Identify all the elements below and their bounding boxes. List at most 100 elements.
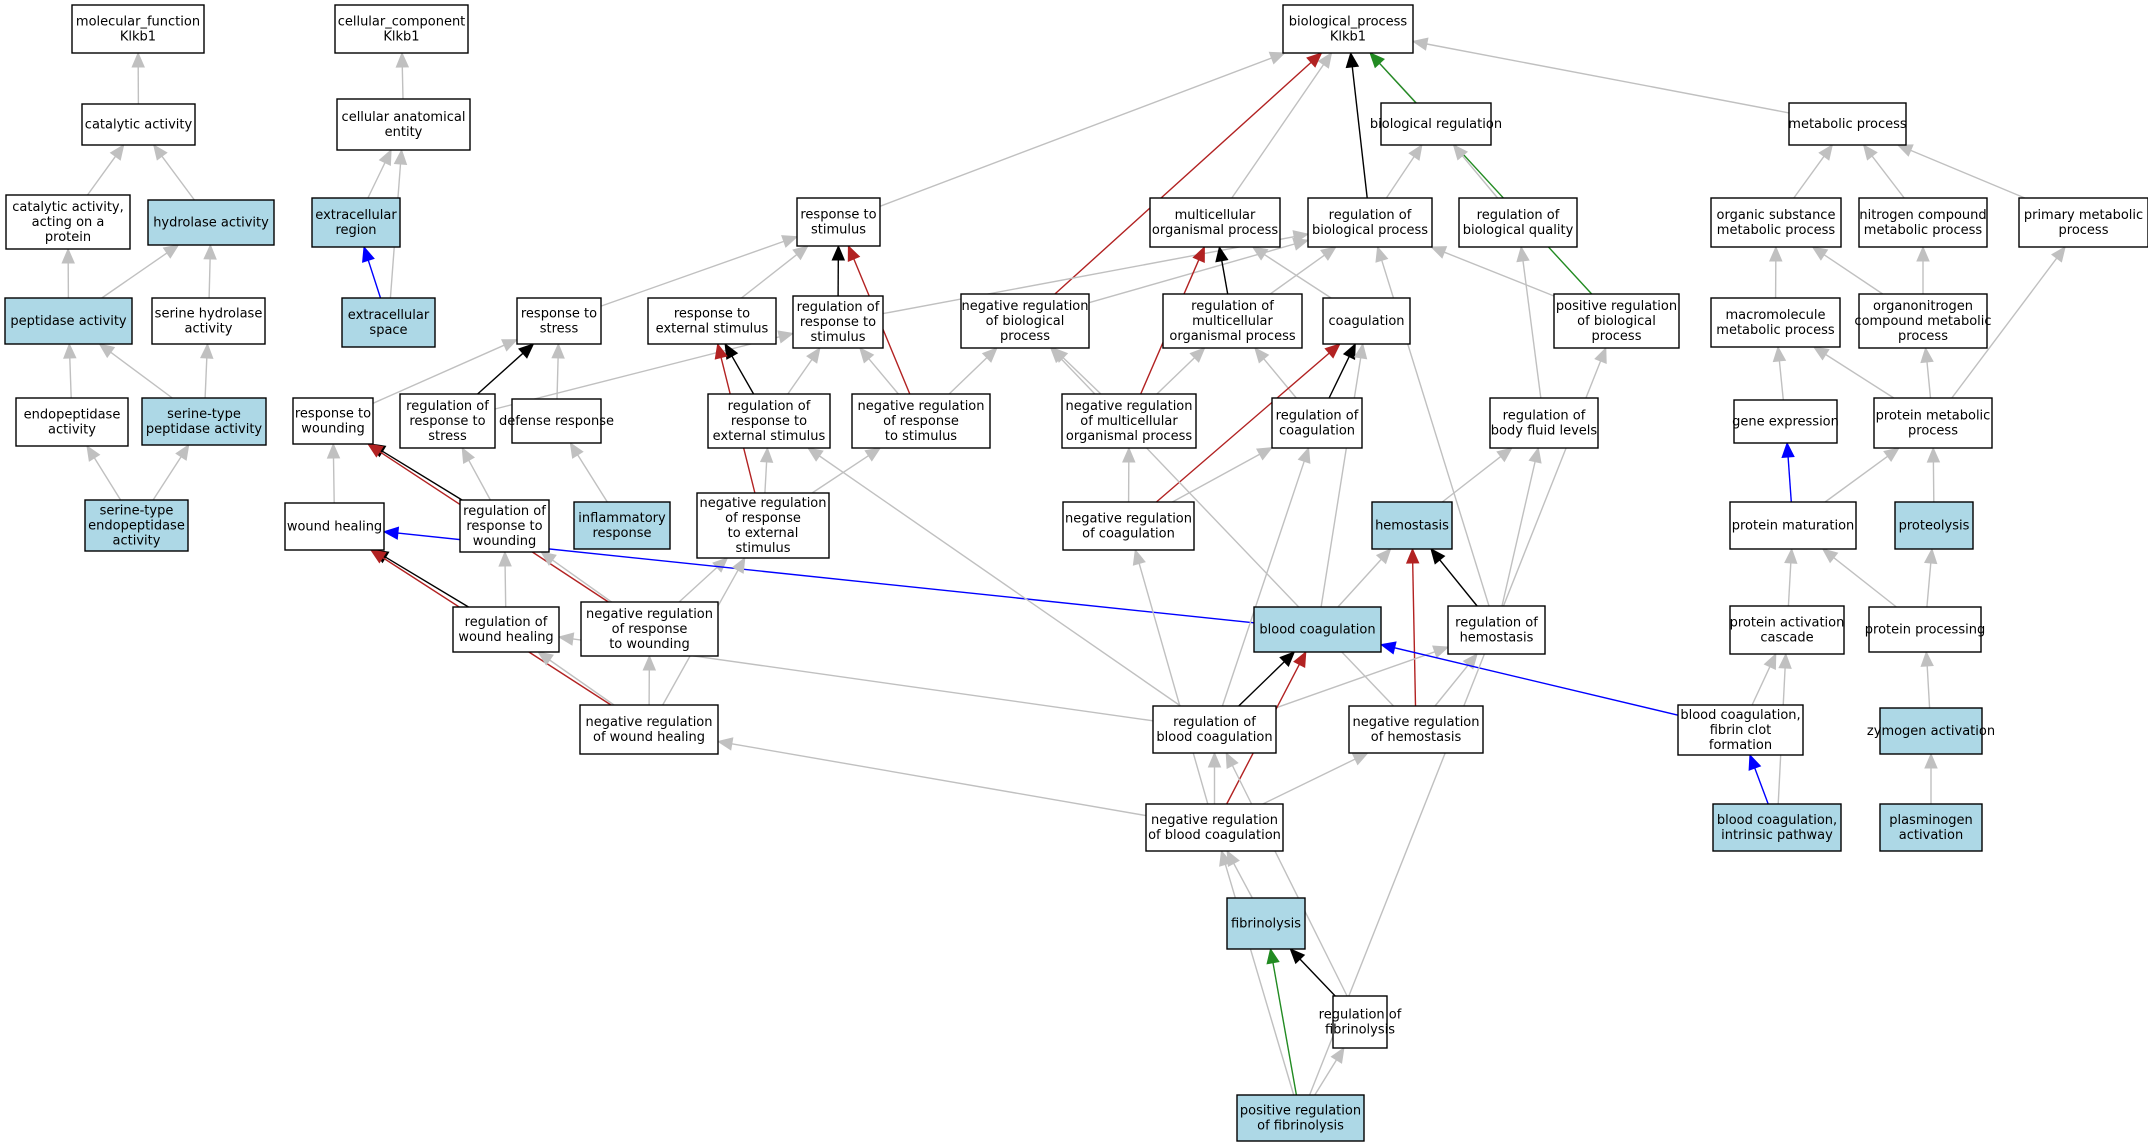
edge-line — [1833, 557, 1897, 608]
go-term-node-coag[interactable]: coagulation — [1322, 297, 1411, 345]
go-term-node-hemo[interactable]: hemostasis — [1371, 501, 1453, 550]
edge-line — [1926, 361, 1932, 399]
edge-fib-negbcoag-is-a — [1226, 849, 1253, 899]
node-label-line: regulation of — [1503, 409, 1586, 424]
go-term-node-gene[interactable]: gene expression — [1732, 399, 1839, 444]
arrowhead-icon — [498, 550, 512, 567]
node-box — [1332, 995, 1388, 1049]
go-term-node-bcoag[interactable]: blood coagulation — [1253, 606, 1382, 653]
edge-line — [1778, 360, 1784, 401]
edge-regcoag-coag-regulates — [1328, 342, 1356, 399]
arrowhead-icon — [395, 51, 410, 68]
node-label-line: response to — [674, 307, 750, 322]
arrowhead-icon — [1408, 143, 1423, 161]
node-box — [1380, 102, 1492, 146]
node-box — [1253, 606, 1382, 653]
node-box — [1710, 297, 1841, 348]
edge-regfluid-regqual-is-a — [1516, 245, 1542, 399]
edge-bcoag-coag-is-a — [1320, 342, 1368, 608]
go-term-node-hyd[interactable]: hydrolase activity — [147, 199, 275, 246]
go-term-node-bioreg[interactable]: biological regulation — [1370, 102, 1502, 146]
node-label-line: process — [1592, 329, 1642, 344]
go-term-node-proteo[interactable]: proteolysis — [1894, 501, 1974, 550]
edge-regbcoag-bcoag-regulates — [1238, 651, 1296, 707]
go-term-node-def[interactable]: defense response — [499, 398, 614, 444]
edge-line — [372, 344, 505, 404]
go-term-node-fib[interactable]: fibrinolysis — [1226, 897, 1306, 950]
go-term-node-met[interactable]: metabolic process — [1788, 102, 1907, 146]
node-label-line: biological process — [1312, 223, 1428, 238]
arrowhead-icon — [326, 442, 341, 459]
edge-line — [731, 743, 1147, 817]
go-term-node-intr[interactable]: blood coagulation,intrinsic pathway — [1712, 803, 1842, 852]
go-term-node-zym[interactable]: zymogen activation — [1867, 707, 1995, 755]
edge-line — [1439, 559, 1478, 607]
go-term-node-cat[interactable]: catalytic activity — [81, 103, 196, 146]
go-term-node-protproc[interactable]: protein processing — [1865, 606, 1985, 653]
edge-posfib-regfib-is-a — [1314, 1046, 1345, 1096]
go-term-node-protmat[interactable]: protein maturation — [1729, 501, 1857, 550]
arrowhead-icon — [1375, 548, 1392, 565]
go-term-node-heal[interactable]: wound healing — [284, 502, 385, 551]
arrowhead-icon — [781, 235, 799, 248]
node-label-line: cellular anatomical — [342, 110, 466, 125]
edge-line — [1823, 254, 1884, 295]
node-label-line: regulation of — [463, 504, 546, 519]
node-label-line: coagulation — [1279, 424, 1355, 439]
node-label-line: response — [592, 526, 651, 541]
node-box — [960, 293, 1090, 349]
node-box — [707, 393, 831, 449]
go-term-node-pep[interactable]: peptidase activity — [4, 297, 133, 345]
